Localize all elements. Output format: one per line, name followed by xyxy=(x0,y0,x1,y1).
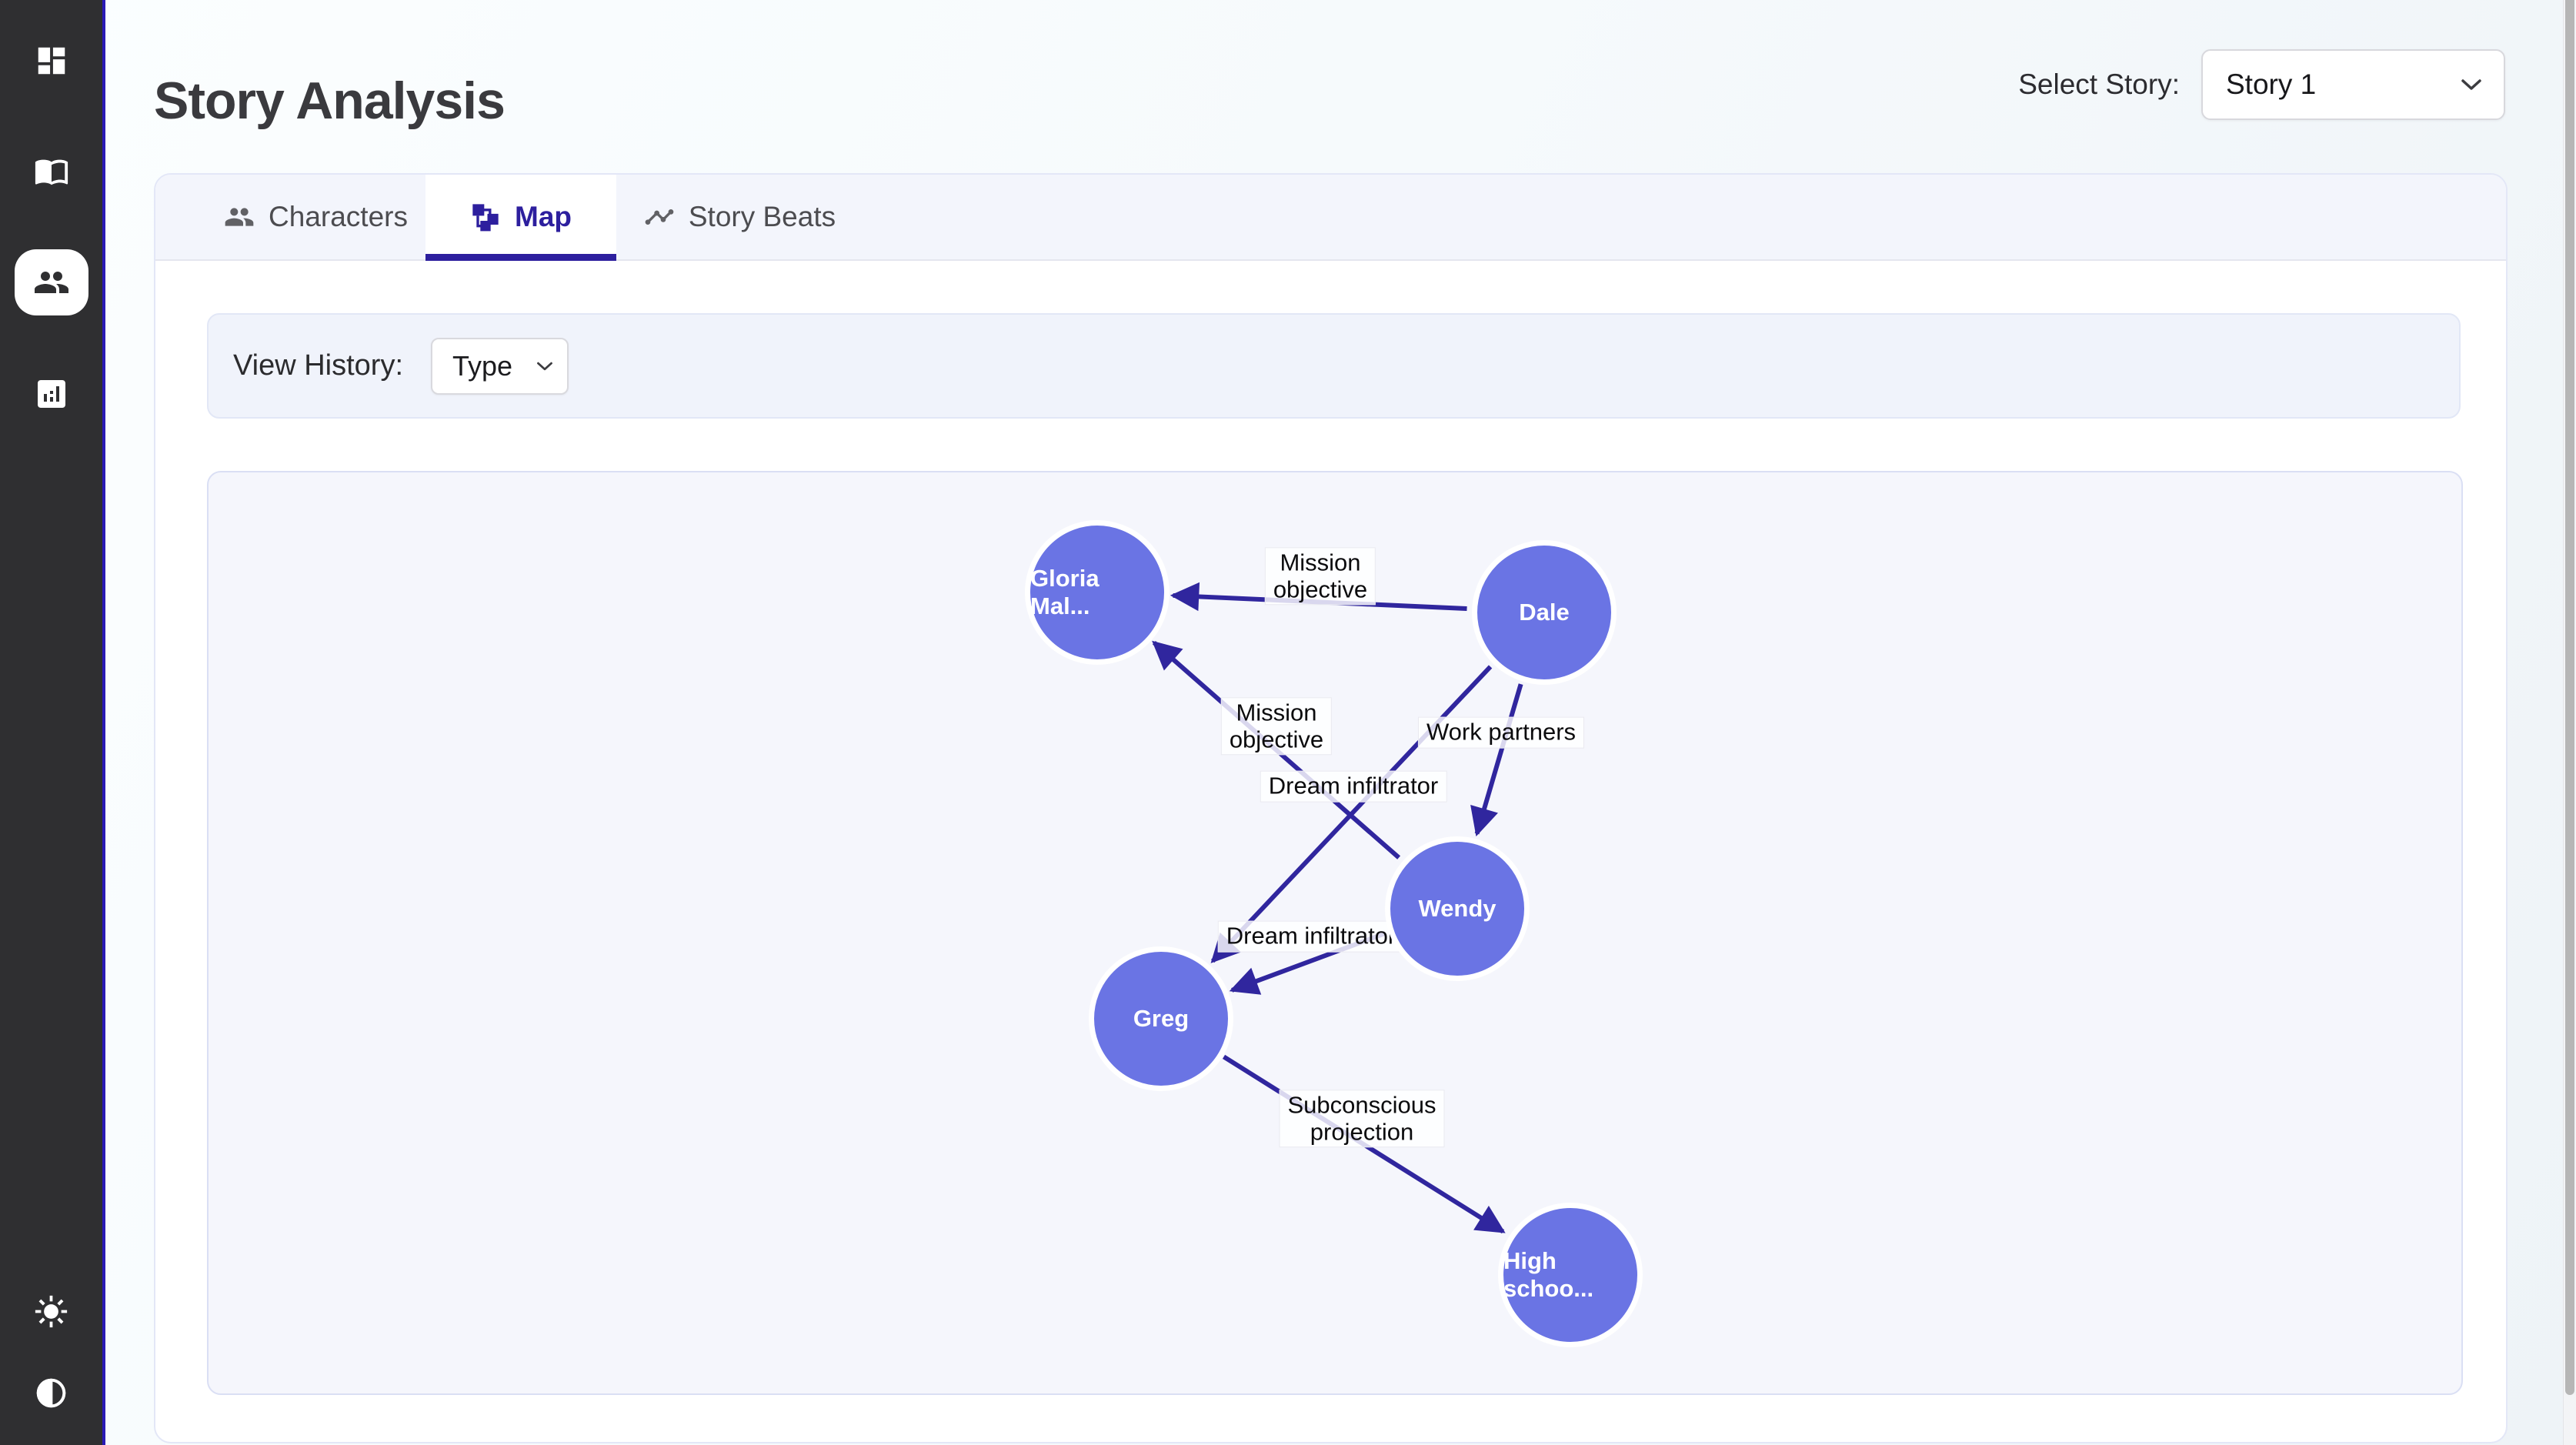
story-select-value: Story 1 xyxy=(2226,68,2317,100)
active-item-pill xyxy=(14,249,88,315)
light-mode-icon xyxy=(35,1295,68,1327)
dashboard-icon xyxy=(38,47,65,75)
story-select-group: Select Story: Story 1 xyxy=(2018,49,2505,120)
sidebar-item-people[interactable] xyxy=(0,244,102,321)
chevron-down-icon xyxy=(537,362,552,370)
sidebar-item-analytics[interactable] xyxy=(0,355,102,432)
graph-node-gloria[interactable]: Gloria Mal... xyxy=(1025,520,1170,665)
story-select[interactable]: Story 1 xyxy=(2201,49,2505,120)
sidebar-item-contrast[interactable] xyxy=(0,1354,102,1431)
people-icon xyxy=(34,272,68,293)
sidebar-accent-divider xyxy=(102,0,105,1445)
tab-map[interactable]: Map xyxy=(425,175,616,261)
content-card: Characters Map Story Beats View History: T… xyxy=(154,173,2508,1443)
graph-node-wendy[interactable]: Wendy xyxy=(1385,836,1530,981)
sidebar-item-light-mode[interactable] xyxy=(0,1273,102,1350)
view-history-select[interactable]: Type xyxy=(431,337,569,395)
tab-characters[interactable]: Characters xyxy=(206,175,425,259)
menu-book-icon xyxy=(35,159,68,185)
edge-label: Mission objective xyxy=(1264,547,1376,606)
analytics-icon xyxy=(37,380,65,408)
page-scrollbar[interactable] xyxy=(2563,0,2576,1445)
contrast-icon xyxy=(36,1378,66,1407)
view-history-panel: View History: Type xyxy=(207,313,2461,419)
view-history-label: View History: xyxy=(233,349,404,382)
edge-label: Mission objective xyxy=(1220,697,1333,756)
timeline-icon xyxy=(645,209,674,225)
tab-label: Characters xyxy=(269,201,408,232)
graph-node-greg[interactable]: Greg xyxy=(1089,946,1233,1091)
tab-label: Map xyxy=(515,201,572,232)
sidebar-item-dashboard[interactable] xyxy=(0,22,102,99)
edge-label: Dream infiltrator xyxy=(1217,920,1405,953)
select-story-label: Select Story: xyxy=(2018,68,2180,100)
sidebar xyxy=(0,0,102,1445)
tab-bar: Characters Map Story Beats xyxy=(155,175,2506,261)
tab-story-beats[interactable]: Story Beats xyxy=(616,175,863,259)
edge-label: Dream infiltrator xyxy=(1260,770,1447,803)
chevron-down-icon xyxy=(2461,79,2481,90)
graph-edge-dale-greg xyxy=(1210,665,1493,963)
graph-edge-dale-wendy xyxy=(1470,683,1523,837)
graph-node-dale[interactable]: Dale xyxy=(1472,540,1617,685)
sidebar-item-menu-book[interactable] xyxy=(0,132,102,209)
people-icon xyxy=(225,208,254,226)
schema-icon xyxy=(472,204,499,232)
graph-node-highschool[interactable]: High schoo... xyxy=(1498,1203,1643,1347)
edge-label: Subconscious projection xyxy=(1279,1090,1445,1148)
tab-label: Story Beats xyxy=(688,201,836,232)
scrollbar-thumb[interactable] xyxy=(2565,0,2574,1395)
edge-label: Work partners xyxy=(1417,716,1585,749)
view-history-value: Type xyxy=(452,349,513,382)
page-title: Story Analysis xyxy=(154,71,506,130)
